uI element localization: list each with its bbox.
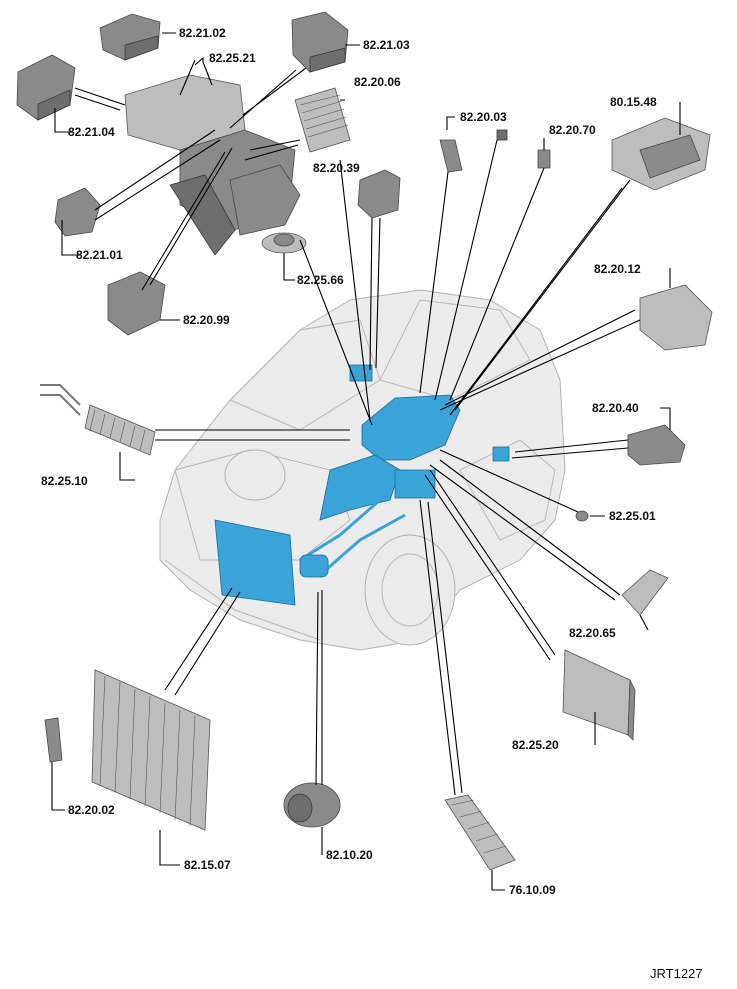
part-82-25-66 [261,232,307,254]
part-82-21-01 [54,187,101,237]
part-82-15-07 [91,669,211,831]
label-82-20-70: 82.20.70 [549,123,596,137]
part-labels: 82.21.02 82.25.21 82.21.03 82.21.04 82.2… [41,26,657,897]
part-82-21-03 [291,11,349,73]
label-76-10-09: 76.10.09 [509,883,556,897]
part-82-25-20 [562,649,636,741]
label-82-20-06: 82.20.06 [354,75,401,89]
part-82-20-02 [44,717,63,763]
label-82-25-66: 82.25.66 [297,273,344,287]
part-82-20-65 [621,569,669,616]
label-82-25-10: 82.25.10 [41,474,88,488]
part-82-20-70 [537,149,551,169]
label-82-21-01: 82.21.01 [76,248,123,262]
part-80-15-48 [611,117,711,191]
label-82-25-20: 82.25.20 [512,738,559,752]
label-82-20-12: 82.20.12 [594,262,641,276]
label-80-15-48: 80.15.48 [610,95,657,109]
part-82-10-20 [283,782,341,828]
part-heater-box-assembly [124,74,301,256]
drawing-reference: JRT1227 [650,966,703,981]
highlight-compressor [299,554,329,578]
highlight-filter [394,469,436,499]
label-82-20-65: 82.20.65 [569,626,616,640]
label-82-20-02: 82.20.02 [68,803,115,817]
label-82-25-21: 82.25.21 [209,51,256,65]
part-82-21-04 [16,54,76,121]
label-82-21-03: 82.21.03 [363,38,410,52]
part-82-20-12 [639,284,713,351]
label-82-10-20: 82.10.20 [326,848,373,862]
label-82-20-39: 82.20.39 [313,161,360,175]
part-82-21-02 [99,13,161,61]
hvac-system-highlight [214,364,510,606]
label-82-20-03: 82.20.03 [460,110,507,124]
part-82-20-39 [357,169,401,219]
label-82-15-07: 82.15.07 [184,858,231,872]
label-82-20-99: 82.20.99 [183,313,230,327]
part-82-25-10 [40,384,156,456]
label-82-21-02: 82.21.02 [179,26,226,40]
highlight-duct-right [492,446,510,462]
part-82-20-03 [439,129,508,173]
leader-lines [51,32,681,891]
part-82-20-99 [107,271,166,336]
part-76-10-09 [444,794,516,871]
highlight-bracket [349,364,373,382]
part-82-20-06 [294,87,351,153]
label-82-21-04: 82.21.04 [68,125,115,139]
highlight-condenser [214,519,296,606]
part-82-20-40 [627,424,686,466]
label-82-20-40: 82.20.40 [592,401,639,415]
label-82-25-01: 82.25.01 [609,509,656,523]
part-82-25-01 [575,510,589,522]
